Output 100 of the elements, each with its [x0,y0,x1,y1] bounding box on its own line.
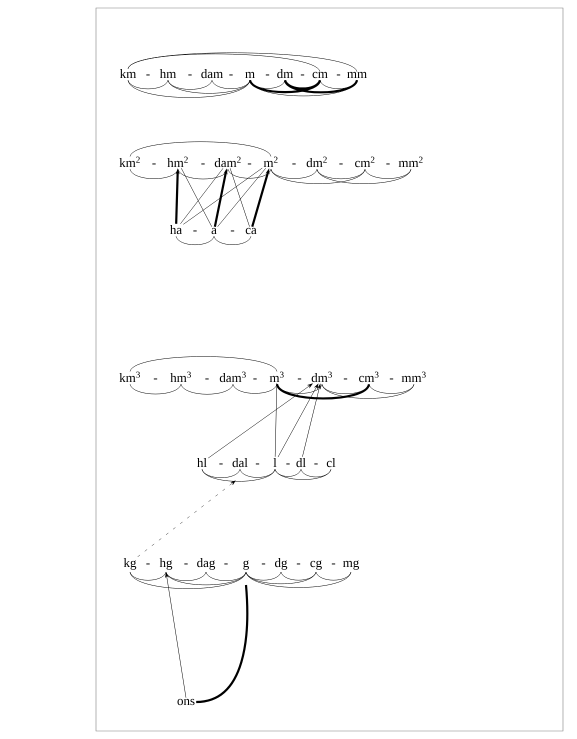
unit-label: hm$^{3}$ [170,372,191,382]
unit-label: dam [201,69,223,78]
connector [364,168,412,179]
connector [284,80,358,94]
connector [168,80,212,90]
unit-label: m$^{3}$ [270,372,284,382]
connector [137,480,236,558]
connector [250,80,358,96]
separator: - [256,463,260,464]
unit-label: kg [124,558,136,570]
unit-label: dm$^{3}$ [312,372,332,382]
unit-label: dm$^{2}$ [306,156,327,168]
separator: - [205,378,209,380]
connector [128,80,250,98]
connector [165,572,186,698]
connector [368,384,414,394]
separator: - [229,74,233,76]
connector [130,142,272,157]
connector [130,356,278,372]
unit-label: dam$^{2}$ [214,156,241,168]
connector [180,384,234,394]
connector [183,168,262,225]
connector [274,382,278,458]
connector [206,572,246,581]
connector [316,169,366,180]
unit-label: dal [232,458,248,468]
unit-label: l [273,458,277,467]
connector [274,468,332,480]
separator: - [152,163,156,164]
connector [246,572,316,584]
unit-label: mm [347,72,367,78]
unit-label: hg [160,558,172,570]
connector [181,168,212,227]
connector [128,54,320,72]
separator: - [292,163,296,164]
separator: - [146,74,150,76]
separator: - [336,74,340,76]
connector [176,236,214,246]
connector [284,80,321,90]
unit-label: cm$^{3}$ [359,372,379,382]
connector [202,468,240,478]
connector [130,572,246,589]
connector [180,168,224,224]
separator: - [262,563,266,564]
connector [130,572,166,580]
separator: - [314,463,318,464]
connector [246,572,352,588]
connector [208,384,313,458]
unit-label: km$^{3}$ [119,372,140,382]
connector [166,572,206,581]
separator: - [154,378,158,380]
connector [302,384,321,458]
separator: - [230,230,234,232]
unit-label: mg [342,560,360,570]
unit-label: ons [178,698,195,706]
separator: - [298,378,302,380]
connector [240,468,276,478]
connector [322,384,414,399]
unit-label: m$^{2}$ [264,156,278,167]
connector [128,80,168,90]
separator: - [201,163,205,164]
separator: - [253,378,257,380]
separator: - [193,230,197,232]
unit-label: m [245,72,255,78]
unit-label: hm [160,69,176,78]
unit-label: dg [275,558,288,570]
connector [214,236,252,245]
separator: - [188,74,192,76]
separator: - [344,378,348,380]
connector [300,469,332,478]
unit-label: cm [312,72,328,78]
separator: - [146,563,150,564]
connector [280,572,316,580]
connector [128,52,358,72]
separator: - [390,378,394,380]
connector [270,168,366,184]
unit-label: dam$^{3}$ [220,372,246,382]
separator: - [219,463,223,464]
unit-label: dm [277,69,294,78]
unit-label: cm$^{2}$ [355,156,374,168]
connector [168,80,250,94]
connector [166,572,246,586]
connector [230,168,250,227]
separator: - [300,74,304,76]
separator: - [266,74,270,76]
separator: - [386,163,390,164]
unit-label: cg [310,560,322,570]
separator: - [332,563,336,564]
connector [212,80,250,89]
unit-label: a [212,228,217,234]
separator: - [224,563,228,564]
separator: - [339,163,343,164]
unit-label: km [120,69,136,78]
connector [228,168,272,179]
connector [276,384,370,400]
connector [278,384,318,458]
connector [178,168,228,180]
unit-label: dag [197,558,216,570]
connector [217,168,266,227]
connector [130,168,178,179]
